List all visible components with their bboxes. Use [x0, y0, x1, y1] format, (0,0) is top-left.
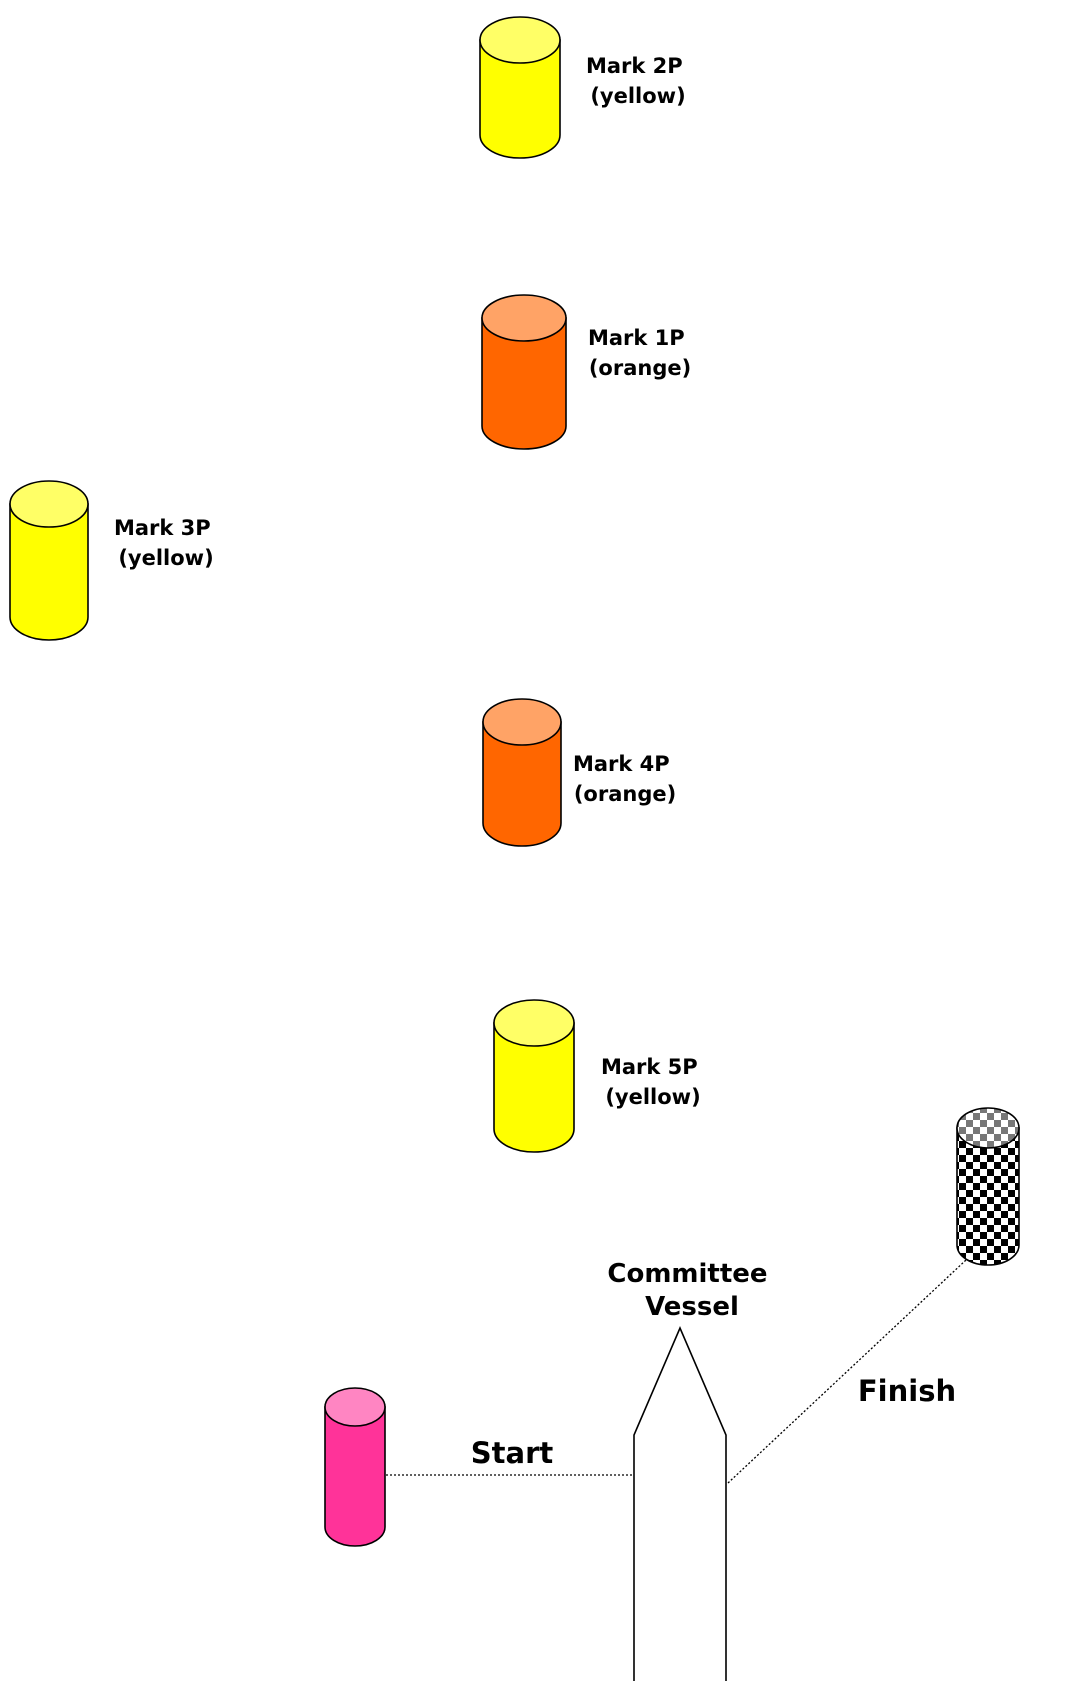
- mark-4p-color: (orange): [574, 782, 676, 806]
- mark-4p-name: Mark 4P: [573, 752, 670, 776]
- committee-vessel-line2: Vessel: [645, 1292, 739, 1322]
- start-pin-buoy: [324, 1387, 386, 1547]
- mark-4p-buoy-body: [482, 721, 562, 847]
- committee-vessel-line1: Committee: [607, 1259, 767, 1289]
- mark-5p-buoy: [493, 999, 575, 1153]
- mark-2p-buoy-body: [479, 39, 561, 159]
- mark-5p-buoy-body: [493, 1022, 575, 1153]
- mark-1p-color: (orange): [589, 356, 691, 380]
- start-pin-buoy-body: [324, 1406, 386, 1547]
- finish-mark-buoy: [956, 1107, 1020, 1266]
- mark-4p-buoy: [482, 698, 562, 847]
- mark-2p-name: Mark 2P: [586, 54, 683, 78]
- finish-label: Finish: [858, 1374, 956, 1408]
- mark-2p-buoy: [479, 16, 561, 159]
- mark-3p-label: Mark 3P (yellow): [114, 516, 218, 570]
- mark-3p-color: (yellow): [118, 546, 213, 570]
- finish-line: [727, 1259, 967, 1484]
- mark-2p-label: Mark 2P (yellow): [586, 54, 690, 108]
- mark-1p-label: Mark 1P (orange): [588, 326, 692, 380]
- committee-vessel-label: Committee Vessel: [607, 1259, 776, 1322]
- mark-5p-buoy-top: [493, 999, 575, 1047]
- mark-3p-buoy: [9, 480, 89, 641]
- mark-3p-buoy-top: [9, 480, 89, 528]
- mark-5p-label: Mark 5P (yellow): [601, 1055, 705, 1109]
- mark-1p-name: Mark 1P: [588, 326, 685, 350]
- start-label: Start: [471, 1436, 554, 1470]
- mark-1p-buoy-top: [481, 294, 567, 342]
- mark-5p-color: (yellow): [605, 1085, 700, 1109]
- mark-5p-name: Mark 5P: [601, 1055, 698, 1079]
- mark-1p-buoy: [481, 294, 567, 450]
- mark-3p-name: Mark 3P: [114, 516, 211, 540]
- mark-4p-label: Mark 4P (orange): [573, 752, 677, 806]
- mark-2p-buoy-top: [479, 16, 561, 64]
- mark-1p-buoy-body: [481, 317, 567, 450]
- finish-mark-buoy-body: [956, 1127, 1020, 1266]
- finish-mark-buoy-top: [956, 1107, 1020, 1149]
- mark-2p-color: (yellow): [590, 84, 685, 108]
- committee-vessel-shape: [633, 1325, 727, 1681]
- mark-3p-buoy-body: [9, 503, 89, 641]
- start-pin-buoy-top: [324, 1387, 386, 1427]
- mark-4p-buoy-top: [482, 698, 562, 746]
